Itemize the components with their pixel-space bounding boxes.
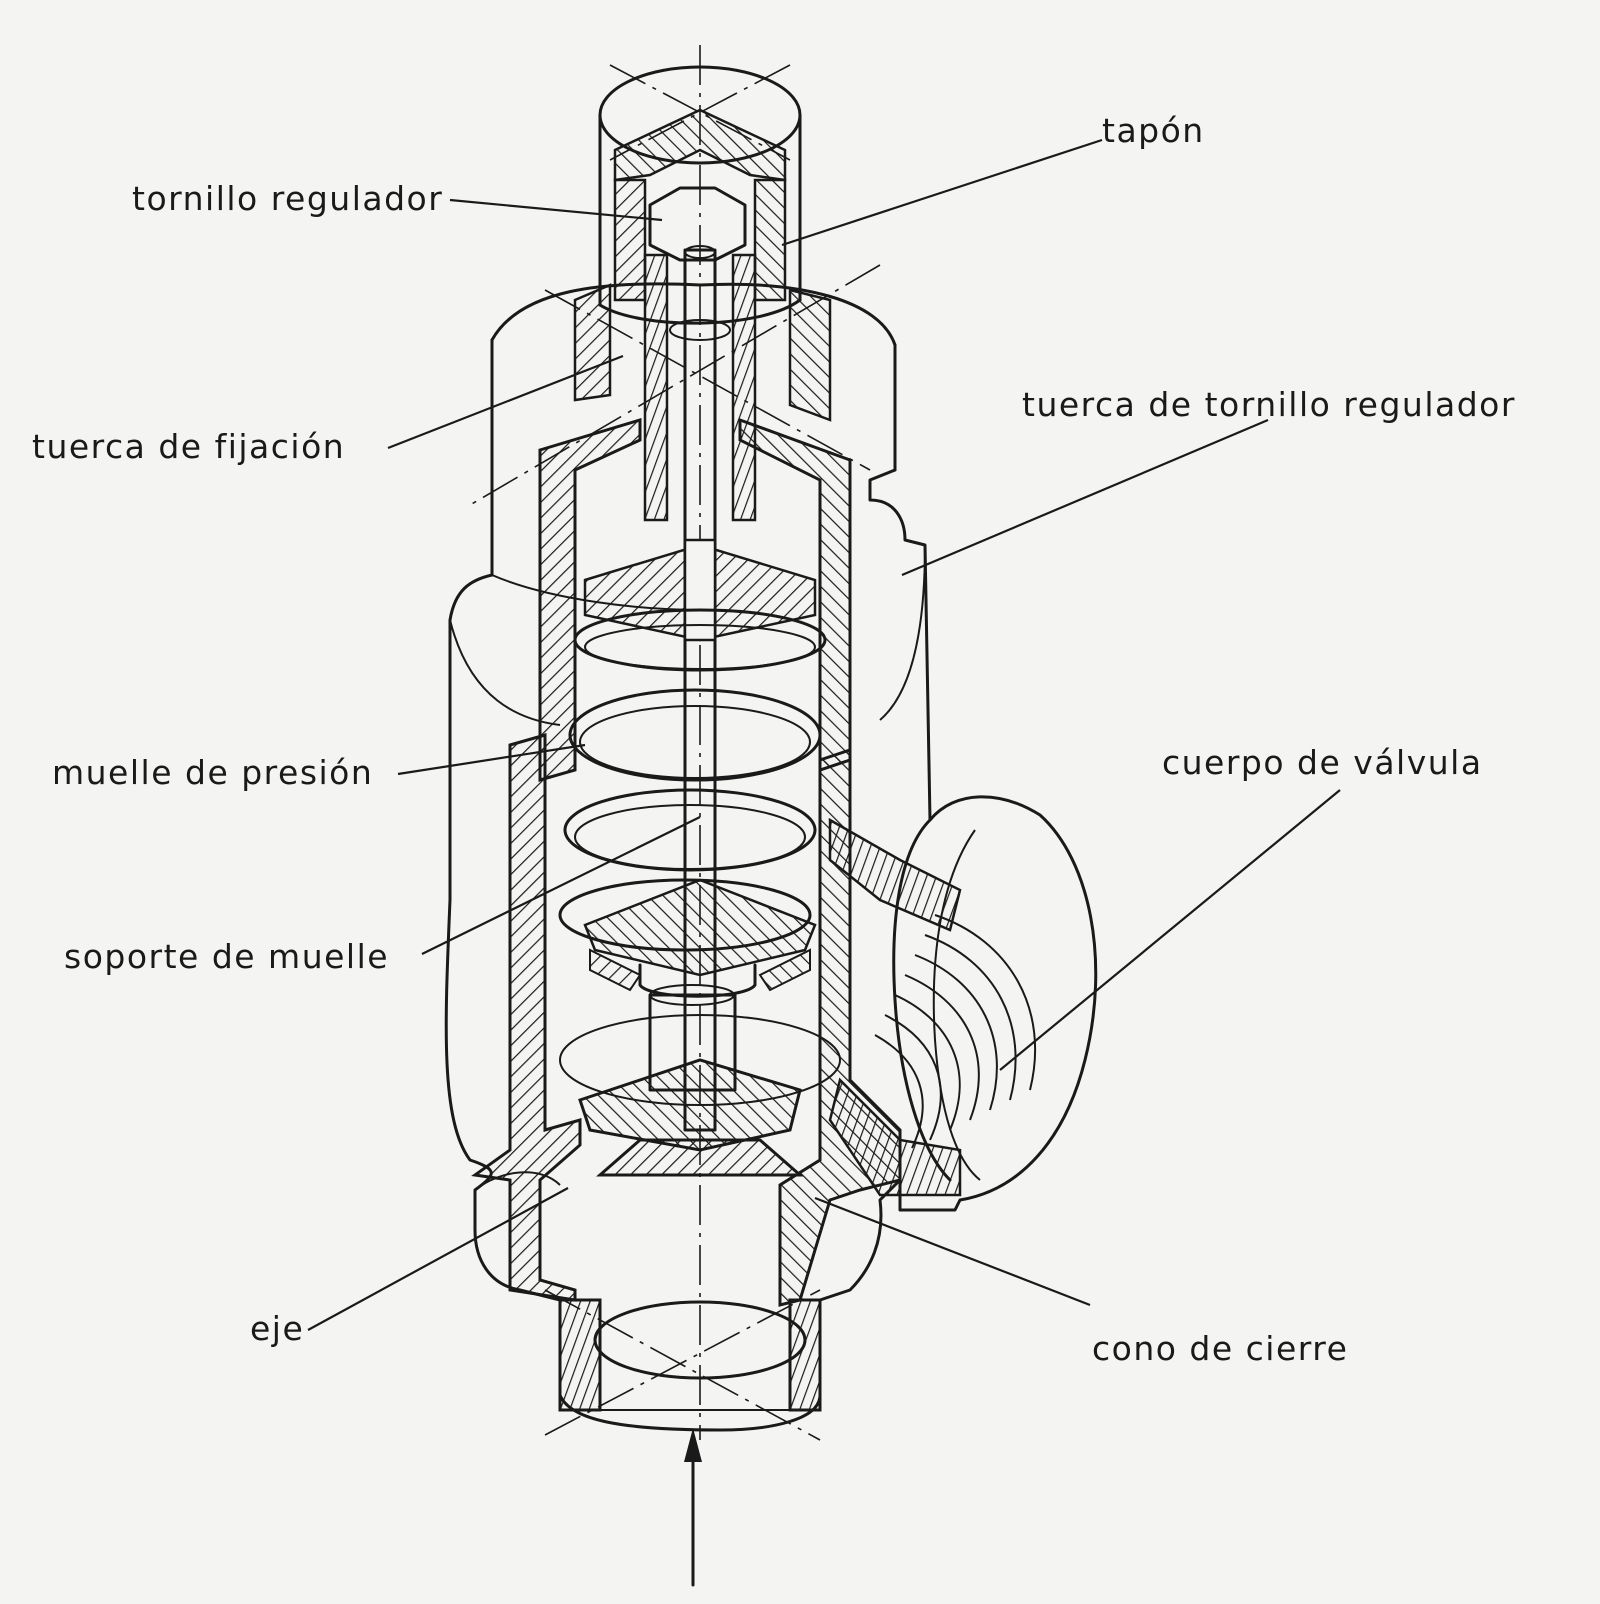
shaft-lower (544, 984, 841, 1441)
lock-nut (469, 264, 881, 506)
label-tornillo-regulador: tornillo regulador (132, 179, 443, 218)
spring-support (583, 878, 817, 998)
label-muelle-presion: muelle de presión (52, 753, 373, 792)
label-tapon: tapón (1102, 111, 1205, 150)
leader-eje (307, 1187, 569, 1331)
upper-spring-plate (583, 538, 817, 642)
label-eje: eje (250, 1309, 304, 1348)
leader-cono-cierre (814, 1196, 1091, 1307)
leader-muelle-presion (397, 743, 586, 776)
label-cono-cierre: cono de cierre (1092, 1329, 1348, 1368)
leader-cuerpo-valvula (999, 789, 1341, 1071)
outlet-thread-ring (874, 914, 1037, 1149)
leader-tuerca-fijacion (387, 354, 624, 450)
sectioned-walls (471, 417, 962, 1412)
flow-arrow (684, 1428, 702, 1587)
leader-soporte-muelle (421, 816, 701, 955)
part-labels: tapón tornillo regulador tuerca de fijac… (32, 111, 1516, 1368)
label-tuerca-tornillo-regulador: tuerca de tornillo regulador (1022, 385, 1516, 424)
adjusting-screw-stem (643, 245, 757, 1132)
label-cuerpo-valvula: cuerpo de válvula (1162, 743, 1483, 782)
leader-tuerca-tornillo (901, 418, 1269, 577)
cap-tapon (598, 64, 802, 325)
label-soporte-muelle: soporte de muelle (64, 937, 389, 976)
leader-lines (307, 138, 1341, 1331)
leader-tornillo-regulador (449, 198, 663, 222)
leader-tapon (781, 138, 1103, 247)
label-tuerca-fijacion: tuerca de fijación (32, 427, 345, 466)
